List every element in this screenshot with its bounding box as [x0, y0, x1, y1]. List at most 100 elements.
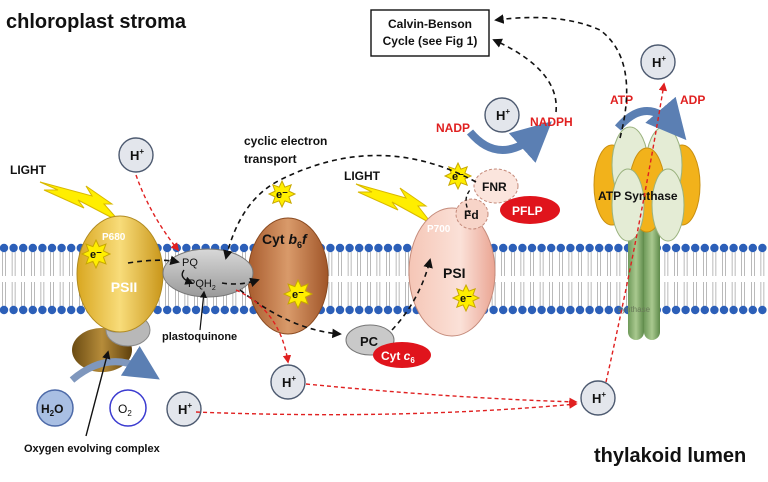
pqh2-to-cyt-arrow: [221, 277, 260, 287]
pc-to-psi-arrow: [391, 258, 433, 331]
electron-star-fnr: e⁻: [443, 161, 473, 191]
lipid-head: [57, 243, 66, 253]
lipid-head: [47, 305, 57, 315]
lipid-head: [345, 243, 354, 253]
proton-stroma-fnr: H+: [484, 97, 520, 133]
lipid-head: [383, 243, 393, 253]
proton-stroma-synthase: H+: [640, 44, 676, 80]
electron-label-psi: e⁻: [460, 293, 472, 305]
lipid-head: [19, 243, 28, 253]
protons: H+H+H+H+H+H+: [118, 44, 676, 427]
lipid-tail: [11, 252, 16, 306]
lipid-head: [67, 243, 76, 253]
lipid-head: [508, 243, 517, 253]
proton-label: H+: [130, 147, 144, 163]
fd-label: Fd: [464, 208, 479, 222]
lipid-tail: [501, 252, 505, 306]
lipid-head: [364, 243, 373, 253]
adp-label: ADP: [680, 93, 705, 107]
water-split-arrow: [69, 345, 160, 383]
pq-label: PQ: [182, 257, 198, 269]
lipid-head: [9, 243, 18, 253]
psii-to-pq-arrow: [127, 255, 180, 266]
lipid-head: [508, 305, 517, 315]
lipid-head: [556, 243, 565, 253]
lipid-head: [28, 305, 37, 315]
lipid-head: [374, 243, 383, 253]
nadph-label: NADPH: [530, 115, 573, 129]
lipid-tail: [69, 252, 73, 306]
lipid-head: [499, 243, 508, 253]
lipid-head: [719, 305, 729, 315]
lipid-head: [595, 305, 604, 315]
lipid-head: [38, 243, 47, 253]
lipid-tail: [2, 252, 6, 306]
p680-label: P680: [102, 232, 126, 243]
atp-synthase-hidden-label: synthase: [618, 305, 651, 314]
lipid-head: [9, 305, 18, 315]
lipid-tail: [760, 252, 765, 306]
lipid-head: [575, 305, 585, 315]
lipid-head: [691, 243, 700, 253]
lumen-proton-flow-arrow-2: [195, 400, 578, 416]
atp-synthase: ATP Synthase synthase: [593, 126, 701, 340]
lipid-head: [527, 305, 537, 315]
fd-to-fnr-arrow: [465, 189, 471, 215]
psii-complex: P680 PSII: [76, 215, 164, 333]
lipid-tail: [21, 252, 25, 306]
lightning-icon-psi: [355, 183, 433, 225]
electron-star-psi: e⁻: [451, 283, 481, 313]
lipid-head: [230, 305, 239, 315]
proton-label: H+: [652, 54, 666, 70]
atp-adp-arrow: ATP ADP: [610, 93, 705, 141]
electron-star-cytb6f: e⁻: [282, 278, 314, 310]
lipid-tail: [530, 252, 534, 306]
lipid-head: [748, 305, 757, 315]
lipid-head: [0, 305, 9, 315]
lipid-tail: [395, 252, 400, 306]
stroma-proton-to-pq-arrow: [135, 174, 180, 252]
lipid-head: [499, 305, 508, 315]
lipid-tail: [712, 252, 717, 306]
lipid-head: [393, 305, 402, 315]
calvin-line1: Calvin-Benson: [388, 17, 472, 31]
electron-label-cyclic: e⁻: [276, 189, 288, 201]
pflp-label: PFLP: [512, 204, 543, 218]
lipid-tail: [511, 252, 515, 306]
lipid-tail: [703, 252, 707, 306]
plastoquinone-caption: plastoquinone: [162, 331, 237, 343]
lipid-head: [537, 305, 546, 315]
lipid-head: [710, 305, 719, 315]
proton-label: H+: [178, 401, 192, 417]
lipid-head: [0, 243, 9, 253]
lipid-tail: [578, 252, 582, 306]
lipid-head: [163, 305, 172, 315]
lipid-head: [748, 243, 757, 253]
lipid-head: [758, 305, 767, 315]
lipid-tail: [664, 252, 669, 306]
lipid-head: [182, 305, 191, 315]
lipid-head: [710, 243, 719, 253]
lipid-tail: [328, 252, 333, 306]
psii-label: PSII: [111, 279, 137, 295]
lipid-head: [191, 305, 201, 315]
lipid-head: [575, 243, 585, 253]
fnr-enzyme: FNR: [473, 168, 519, 204]
electron-star-cyclic: e⁻: [267, 179, 297, 209]
lipid-head: [383, 305, 393, 315]
lipid-head: [182, 243, 191, 253]
p700-label: P700: [427, 224, 451, 235]
atp-to-calvin-arrow: [494, 14, 628, 139]
lipid-head: [163, 243, 172, 253]
lipid-head: [47, 243, 57, 253]
flow-arrows: [127, 14, 668, 416]
calvin-line2: Cycle (see Fig 1): [383, 34, 478, 48]
lipid-tail: [50, 252, 54, 306]
electron-label-fnr: e⁻: [452, 171, 464, 183]
lipid-head: [57, 305, 66, 315]
cyclic-label-1: cyclic electron: [244, 134, 327, 148]
lipid-tail: [616, 252, 621, 306]
lipid-tail: [597, 252, 601, 306]
